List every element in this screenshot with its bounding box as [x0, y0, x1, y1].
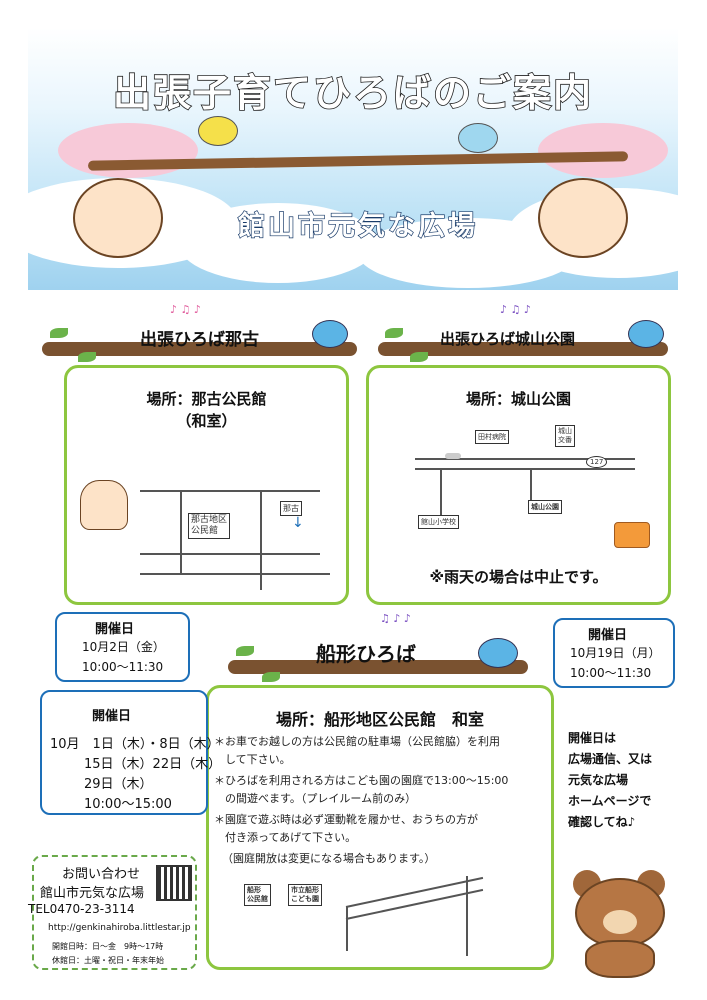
blue-bird-icon: [478, 638, 518, 668]
side-note-line: ホームページで: [568, 794, 652, 808]
funagata-schedule-line-3: 29日（木）: [84, 777, 153, 792]
funagata-schedule-bubble: [40, 690, 208, 815]
bear-illustration-icon: [565, 870, 675, 980]
side-note-line: 広場通信、又は: [568, 752, 653, 766]
funagata-schedule-title: 開催日: [92, 709, 132, 724]
main-title: 出張子育てひろばのご案内: [112, 70, 593, 116]
funagata-note-3: ＊ひろばを利用される方はこども園の園庭で13:00〜15:00: [214, 774, 509, 787]
shiroyama-map: 田村病院 城山交番 127 館山小学校 城山公園: [410, 420, 640, 540]
music-note-icon: ♪ ♫ ♪: [500, 303, 531, 316]
music-note-icon: ♫ ♪ ♪: [380, 612, 411, 625]
nako-place: 場所：那古公民館: [146, 390, 267, 408]
leaf-icon: [262, 672, 280, 682]
boy-on-swing-icon: [73, 178, 163, 258]
shiroyama-hospital-label: 田村病院: [475, 430, 509, 444]
shiroyama-place: 場所：城山公園: [465, 390, 571, 408]
leaf-icon: [410, 352, 428, 362]
sub-title: 館山市元気な広場: [237, 210, 478, 242]
nako-branch: [42, 342, 357, 356]
nako-community-center-label: 那古地区公民館: [188, 513, 231, 539]
blue-bird-icon: [628, 320, 664, 348]
funagata-branch: [228, 660, 528, 674]
side-note-line: 確認してね♪: [568, 815, 636, 829]
blue-bird-icon: [458, 123, 498, 153]
shiroyama-rain-note: ※雨天の場合は中止です。: [429, 568, 608, 586]
shiroyama-card: [366, 365, 671, 605]
leaf-icon: [236, 646, 254, 656]
route-number-label: 127: [586, 456, 608, 468]
funagata-note-4: の間遊べます。（プレイルーム前のみ）: [214, 792, 417, 805]
blue-bird-icon: [312, 320, 348, 348]
yellow-bird-icon: [198, 116, 238, 146]
contact-open-hours: 開館日時：日〜金 9時〜17時: [52, 942, 164, 951]
nako-station-label: 那古: [280, 501, 302, 516]
contact-closed-days: 休館日：土曜・祝日・年末年始: [52, 956, 164, 965]
shiroyama-schedule-date: 10月19日（月）: [570, 646, 661, 660]
funagata-schedule-line-1: 10月 1日（木）・8日（木）: [50, 737, 220, 752]
shiroyama-branch: [378, 342, 668, 356]
contact-box: お問い合わせ 館山市元気な広場 TEL0470-23-3114 http://g…: [28, 855, 197, 970]
side-note: 開催日は 広場通信、又は 元気な広場 ホームページで 確認してね♪: [568, 728, 688, 833]
funagata-schedule-time: 10:00〜15:00: [84, 797, 172, 812]
leaf-icon: [385, 328, 403, 338]
traffic-light-icon: [445, 453, 461, 459]
nako-schedule-date: 10月2日（金）: [82, 640, 165, 654]
side-note-line: 元気な広場: [568, 773, 629, 787]
nako-title: 出張ひろば那古: [140, 330, 259, 350]
music-note-icon: ♪ ♫ ♪: [170, 303, 201, 316]
funagata-community-center-label: 船形公民館: [244, 884, 271, 906]
funagata-note-2: して下さい。: [214, 753, 291, 766]
shiroyama-park-label: 城山公園: [528, 500, 562, 514]
nako-place-room: （和室）: [176, 412, 237, 430]
shiroyama-schedule-title: 開催日: [588, 628, 628, 643]
contact-name: 館山市元気な広場: [40, 886, 145, 901]
shiroyama-school-label: 館山小学校: [418, 515, 459, 529]
nako-map: 那古地区公民館 那古 ↓: [80, 465, 340, 595]
arrow-down-icon: ↓: [292, 515, 304, 531]
funagata-note-6: 付き添ってあげて下さい。: [214, 831, 357, 844]
funagata-kindergarten-label: 市立船形こども園: [288, 884, 322, 906]
funagata-place: 場所：船形地区公民館 和室: [275, 710, 484, 729]
nako-schedule-bubble: [55, 612, 190, 682]
nako-schedule-title: 開催日: [95, 622, 135, 637]
contact-heading: お問い合わせ: [62, 867, 141, 882]
shiroyama-schedule-time: 10:00〜11:30: [570, 666, 652, 680]
funagata-card: [206, 685, 554, 970]
side-note-line: 開催日は: [568, 731, 617, 745]
contact-url[interactable]: http://genkinahiroba.littlestar.jp: [48, 923, 191, 933]
leaf-icon: [50, 328, 68, 338]
funagata-note-1: ＊お車でお越しの方は公民館の駐車場（公民館脇）を利用: [214, 735, 500, 748]
gift-basket-icon: [614, 522, 650, 548]
funagata-schedule-line-2: 15日（木）22日（木）: [84, 757, 222, 772]
funagata-title: 船形ひろば: [316, 642, 416, 666]
funagata-note-7: （園庭開放は変更になる場合もあります。）: [222, 852, 436, 865]
girl-on-swing-icon: [538, 178, 628, 258]
shiroyama-schedule-bubble: [553, 618, 675, 688]
shiroyama-title: 出張ひろば城山公園: [440, 330, 576, 348]
cloud-shape: [178, 203, 378, 283]
nako-card: [64, 365, 349, 605]
contact-tel[interactable]: TEL0470-23-3114: [28, 902, 135, 916]
qr-code-icon[interactable]: [156, 865, 192, 901]
leaf-icon: [78, 352, 96, 362]
shiroyama-police-label: 城山交番: [555, 425, 575, 447]
nako-schedule-time: 10:00〜11:30: [82, 660, 164, 674]
children-illustration-icon: [80, 480, 128, 530]
funagata-note-5: ＊園庭で遊ぶ時は必ず運動靴を履かせ、おうちの方が: [214, 813, 478, 826]
cherry-blossom-right: [538, 123, 668, 178]
funagata-map: 船形公民館 市立船形こども園: [226, 876, 536, 961]
header-banner: 出張子育てひろばのご案内 館山市元気な広場: [28, 28, 678, 290]
